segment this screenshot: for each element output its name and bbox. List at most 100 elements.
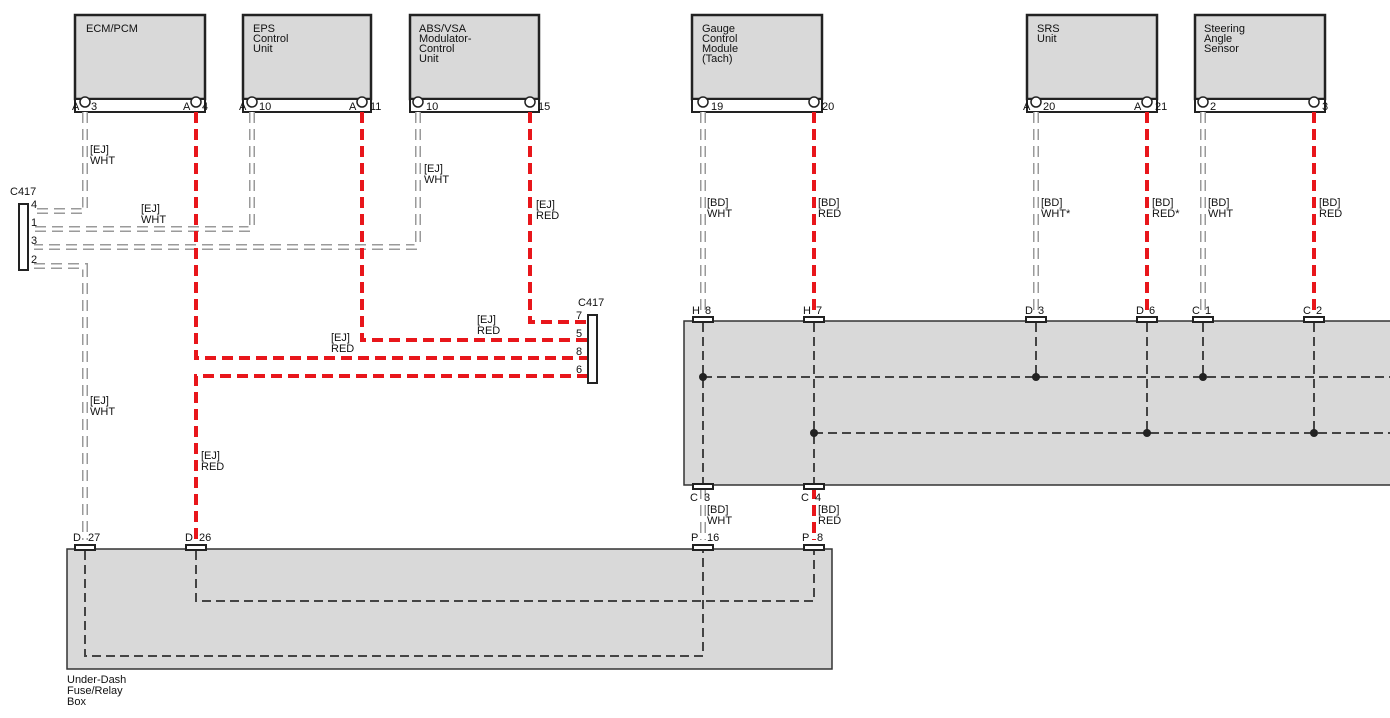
wire-label: [EJ] xyxy=(141,203,160,215)
pin-number: 11 xyxy=(370,101,381,113)
connector-pin: 4 xyxy=(31,199,37,211)
module-label: EPS xyxy=(253,23,275,35)
module-label: Unit xyxy=(419,53,439,65)
wire-labels: [EJ] WHT [EJ] WHT [EJ] WHT [EJ] RED [EJ]… xyxy=(90,144,1342,527)
wire-label: WHT xyxy=(90,155,115,167)
pin-number: 3 xyxy=(91,101,97,113)
wire-label: RED xyxy=(818,208,841,220)
internal-bus-lines xyxy=(84,323,1390,657)
module-label: Sensor xyxy=(1204,43,1239,55)
pin-connector: D xyxy=(73,532,81,544)
wire-label: WHT xyxy=(1208,208,1233,220)
pin-connector: C xyxy=(690,492,698,504)
pin-number: 3 xyxy=(704,492,710,504)
c417-connector-right: C417 7 5 8 6 xyxy=(576,297,604,384)
can-high-wires xyxy=(194,112,1316,540)
module-label: Module xyxy=(702,43,738,55)
wire-label: RED xyxy=(536,210,559,222)
wire-label: RED xyxy=(201,461,224,473)
wire-label: [EJ] xyxy=(331,332,350,344)
module-label: Unit xyxy=(253,43,273,55)
module-label: Control xyxy=(419,43,454,55)
connector-name: C417 xyxy=(578,297,604,309)
wire-label: WHT xyxy=(424,174,449,186)
wire-label: [EJ] xyxy=(477,314,496,326)
wire-label: [EJ] xyxy=(536,199,555,211)
pin-connector: H xyxy=(803,305,811,317)
wire-label: [BD] xyxy=(818,197,839,209)
srs-unit: SRS Unit xyxy=(1025,13,1159,113)
pin-number: 6 xyxy=(1149,305,1155,317)
steering-angle-sensor: Steering Angle Sensor xyxy=(1193,13,1327,113)
pin-number: 21 xyxy=(1155,101,1167,113)
wire-label: [BD] xyxy=(818,504,839,516)
wire-label: WHT xyxy=(141,214,166,226)
wire-label: RED xyxy=(1319,208,1342,220)
pin-number: 10 xyxy=(426,101,438,113)
pin-number: 1 xyxy=(1205,305,1211,317)
pin-number: 3 xyxy=(1038,305,1044,317)
pin-connector: D xyxy=(185,532,193,544)
pin-number: 27 xyxy=(88,532,100,544)
bus-junction-dots xyxy=(699,373,1318,437)
pin-number: 15 xyxy=(538,101,550,113)
connector-pin: 2 xyxy=(31,254,37,266)
pin-connector: C xyxy=(1192,305,1200,317)
pin-number: 4 xyxy=(202,101,208,113)
wire-label: [BD] xyxy=(707,504,728,516)
pin-connector: D xyxy=(1025,305,1033,317)
module-label: ABS/VSA xyxy=(419,23,467,35)
module-label: ECM/PCM xyxy=(86,23,138,35)
pin-connector: A xyxy=(1023,101,1031,113)
box-terminals xyxy=(74,316,1325,551)
wire-label: [EJ] xyxy=(90,395,109,407)
wire-label: [BD] xyxy=(1041,197,1062,209)
connector-pin: 1 xyxy=(31,217,37,229)
pin-connector: A xyxy=(1134,101,1142,113)
module-pin-circles xyxy=(79,96,1320,108)
connector-pin: 7 xyxy=(576,310,582,322)
module-label: Control xyxy=(702,33,737,45)
module-label: Steering xyxy=(1204,23,1245,35)
pin-connector: P xyxy=(802,532,809,544)
connector-name: C417 xyxy=(10,186,36,198)
eps-control-unit: EPS Control Unit xyxy=(241,13,373,113)
wire-label: WHT xyxy=(707,208,732,220)
fuse-box-label: Under-Dash Fuse/Relay Box xyxy=(67,674,126,708)
pin-number: 20 xyxy=(1043,101,1055,113)
module-label: (Tach) xyxy=(702,53,733,65)
connector-pin: 8 xyxy=(576,346,582,358)
pin-number: 16 xyxy=(707,532,719,544)
pin-connector: A xyxy=(349,101,357,113)
pin-number: 19 xyxy=(711,101,723,113)
module-label: Unit xyxy=(1037,33,1057,45)
pin-number: 26 xyxy=(199,532,211,544)
module-label: Modulator- xyxy=(419,33,472,45)
fuse-box-label-line: Fuse/Relay xyxy=(67,685,123,697)
ecm-pcm-module: ECM/PCM xyxy=(73,13,207,113)
wire-label: WHT xyxy=(90,406,115,418)
module-label: Angle xyxy=(1204,33,1232,45)
wire-label: RED xyxy=(818,515,841,527)
fuse-box-label-line: Box xyxy=(67,696,86,708)
pin-number: 20 xyxy=(822,101,834,113)
pin-number: 7 xyxy=(816,305,822,317)
wire-label: RED xyxy=(477,325,500,337)
wire-label: [BD] xyxy=(1152,197,1173,209)
can-low-wires xyxy=(34,112,1207,540)
pin-number: 2 xyxy=(1210,101,1216,113)
wire-label: WHT xyxy=(707,515,732,527)
gauge-control-module: Gauge Control Module (Tach) xyxy=(690,13,824,113)
wire-label: [BD] xyxy=(1319,197,1340,209)
module-label: Gauge xyxy=(702,23,735,35)
pin-number: 3 xyxy=(1322,101,1328,113)
pin-connector: P xyxy=(691,532,698,544)
wire-label: [EJ] xyxy=(201,450,220,462)
junction-box xyxy=(683,320,1390,486)
pin-connector: A xyxy=(183,101,191,113)
wire-label: RED* xyxy=(1152,208,1180,220)
pin-connector: C xyxy=(1303,305,1311,317)
pin-number: 8 xyxy=(817,532,823,544)
wire-label: [EJ] xyxy=(90,144,109,156)
